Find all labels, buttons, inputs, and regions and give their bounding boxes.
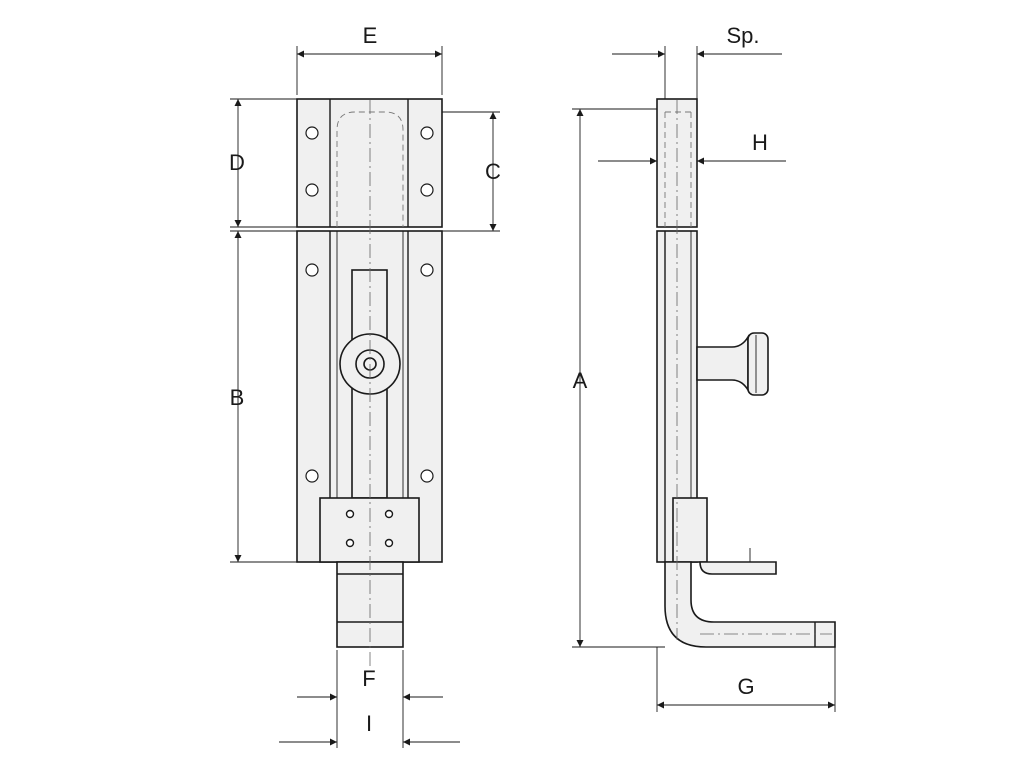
screw-hole: [420, 469, 434, 483]
side-view: [656, 98, 836, 648]
dimensions: E D C B F I Sp. H: [229, 23, 836, 748]
screw-hole: [305, 263, 319, 277]
dimension-label-g: G: [737, 674, 754, 699]
front-view: [296, 98, 443, 668]
dimension-label-h: H: [752, 130, 768, 155]
screw-hole: [305, 183, 319, 197]
keeper-plate: [296, 98, 443, 228]
dimension-label-sp: Sp.: [726, 23, 759, 48]
dimension-label-i: I: [366, 711, 372, 736]
screw-hole: [420, 263, 434, 277]
dimension-label-e: E: [363, 23, 378, 48]
bolt-side: [664, 561, 836, 648]
guide-block-side: [672, 497, 708, 563]
dimension-label-f: F: [362, 666, 375, 691]
guide-block: [319, 497, 420, 563]
screw-hole: [420, 183, 434, 197]
screw-hole: [305, 469, 319, 483]
screw-hole: [305, 126, 319, 140]
knob-side: [696, 332, 769, 396]
dimension-label-c: C: [485, 159, 501, 184]
screw-hole: [420, 126, 434, 140]
dimension-label-a: A: [573, 368, 588, 393]
dimension-label-d: D: [229, 150, 245, 175]
dimension-label-b: B: [230, 385, 245, 410]
